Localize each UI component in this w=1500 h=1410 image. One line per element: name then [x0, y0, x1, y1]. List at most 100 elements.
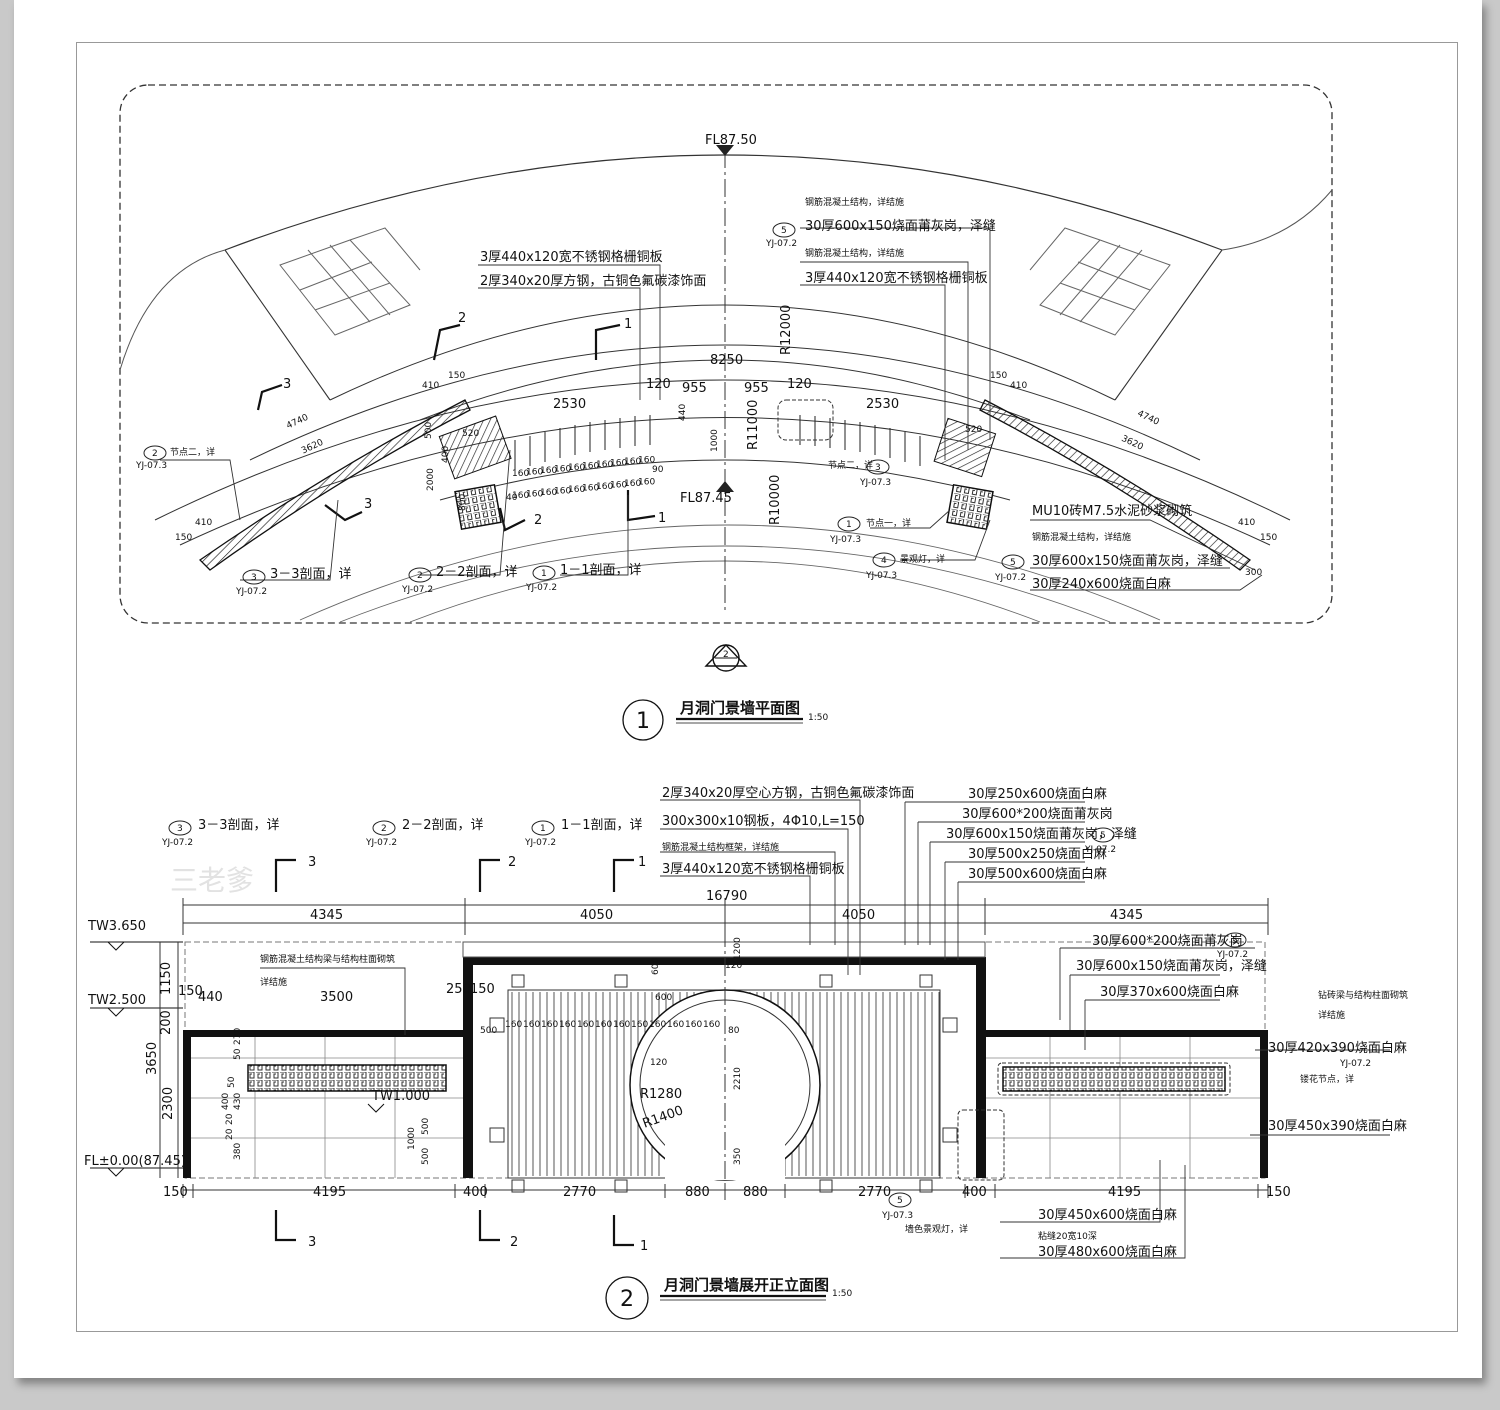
ref-bubble: 3 YJ-07.3 节点二，详: [828, 459, 891, 488]
left-wall-cap: [183, 1030, 467, 1037]
plan-note-grating2: 3厚440x120宽不锈钢格栅铜板: [805, 270, 988, 286]
note-rc-left2: 详结施: [260, 976, 287, 988]
plan-bar-end: 40: [506, 493, 518, 503]
elev-inner-dim: 500: [421, 1118, 431, 1135]
plan-note-grating: 3厚440x120宽不锈钢格栅铜板: [480, 249, 663, 265]
ref-bubble: 3 YJ-07.2 3－3剖面，详: [235, 567, 352, 597]
elev-bottom-dim: 400: [962, 1185, 987, 1200]
elev-inner-dim: 500: [421, 1148, 431, 1165]
elevation-marker: 2: [704, 643, 748, 672]
elev-bar-dim: 160: [703, 1020, 720, 1030]
elev-title-scale: 1:50: [832, 1289, 852, 1299]
paving-grid-left: [279, 227, 421, 336]
note-c3: 30厚600x150烧面莆灰岗，泽缝: [946, 827, 1137, 842]
svg-text:YJ-07.2: YJ-07.2: [235, 587, 267, 597]
elev-left-dim: 3500: [320, 990, 353, 1005]
note-rc: 钢筋混凝土结构框架，详结施: [662, 841, 779, 853]
plan-dim: 2000: [426, 468, 436, 491]
level-tw-low: TW1.000: [371, 1089, 430, 1104]
note-embed: 300x300x10钢板，4Φ10,L=150: [662, 814, 865, 829]
elev-bar-dim: 160: [613, 1020, 630, 1030]
plan-dim: 2530: [553, 397, 586, 412]
svg-text:1: 1: [846, 520, 852, 530]
note-r1: 30厚600*200烧面莆灰岗: [1092, 934, 1243, 949]
svg-text:2－2剖面，详: 2－2剖面，详: [436, 565, 518, 580]
elev-small-dim: 80: [728, 1026, 740, 1036]
svg-text:YJ-07.2: YJ-07.2: [365, 838, 397, 848]
plan-dim: 955: [682, 381, 707, 396]
plan-boundary: [119, 84, 1333, 624]
elevation-title-block: 2 月洞门景墙展开正立面图 1:50: [605, 1276, 852, 1320]
elev-left-dim: 150: [470, 982, 495, 997]
elev-inner-dim: 50: [233, 1048, 243, 1060]
ref-bubble: 2 YJ-07.2 2－2剖面，详: [401, 565, 518, 595]
ref-bubble: 2 YJ-07.2 2－2剖面，详: [365, 818, 484, 848]
outer-paving-arc: [224, 154, 1223, 251]
ref-tag: YJ-07.2: [1339, 1059, 1371, 1069]
left-wing-wall: [198, 399, 471, 571]
plan-bar-dim: 160: [582, 484, 599, 494]
plan-note-face: 30厚240x600烧面白麻: [1032, 576, 1171, 592]
svg-text:节点一，详: 节点一，详: [866, 517, 911, 529]
elev-bar-dim: 160: [649, 1020, 666, 1030]
ref-bubble: 5 YJ-07.2: [1084, 827, 1116, 855]
elevation-view: [90, 799, 1390, 1259]
elev-left-v: 1150: [159, 962, 174, 995]
svg-text:YJ-07.3: YJ-07.3: [859, 478, 891, 488]
ref-bubble: 2 YJ-07.3 节点二，详: [135, 445, 215, 471]
plan-dim: 150: [175, 533, 192, 543]
plan-bar-dim: 160: [582, 462, 599, 472]
svg-text:2: 2: [152, 449, 158, 459]
elev-bar-dim: 160: [595, 1020, 612, 1030]
svg-text:2: 2: [417, 571, 423, 581]
cut-label: 2: [534, 513, 542, 528]
ref-bubble: 5 YJ-07.3 墙色景观灯，详: [881, 1192, 968, 1235]
elev-inner-dim: 600: [651, 958, 661, 975]
plan-bar-dim: 160: [624, 457, 641, 467]
ref-bubble: 3 YJ-07.2 3－3剖面，详: [161, 818, 280, 848]
plan-bar-dim: 160: [610, 459, 627, 469]
drawing-sheet: FL87.50 FL87.45 8250 R12000 R11000 R1000…: [14, 0, 1482, 1378]
svg-text:4: 4: [881, 556, 887, 566]
svg-text:YJ-07.2: YJ-07.2: [1216, 950, 1248, 960]
note-r4: 钻砖梁与结构柱面砌筑: [1318, 989, 1408, 1001]
plan-dim: 800: [458, 494, 468, 511]
plan-bar-dim: 160: [638, 456, 655, 466]
elev-inner-dim: 430: [233, 1093, 243, 1110]
elev-inner-dim: 20: [225, 1128, 235, 1140]
cut-label: 3: [364, 497, 372, 512]
level-fl: FL±0.00(87.45): [84, 1154, 186, 1169]
elev-inner-dim: 400: [221, 1093, 231, 1110]
elev-inner-dim: 380: [233, 1143, 243, 1160]
plan-title-scale: 1:50: [808, 713, 828, 723]
plan-dim: 120: [787, 377, 812, 392]
note-r4b: 详结施: [1318, 1009, 1345, 1021]
plan-dim: 955: [744, 381, 769, 396]
svg-text:3: 3: [251, 573, 257, 583]
elev-top-dim: 4345: [310, 908, 343, 923]
elev-bottom-dim: 400: [463, 1185, 488, 1200]
elev-bar-dim: 160: [667, 1020, 684, 1030]
plan-dim: 410: [1010, 381, 1027, 391]
svg-text:1－1剖面，详: 1－1剖面，详: [561, 818, 643, 833]
elev-inner-dim: 50: [227, 1076, 237, 1088]
elev-small-dim: 500: [480, 1026, 497, 1036]
plan-dim: 150: [990, 371, 1007, 381]
plan-overall-dim: 8250: [710, 353, 743, 368]
cad-drawing: FL87.50 FL87.45 8250 R12000 R11000 R1000…: [84, 84, 1408, 1320]
plan-title-block: 1 月洞门景墙平面图 1:50: [622, 699, 828, 741]
plan-note-rc3: 钢筋混凝土结构，详结施: [1032, 531, 1131, 543]
elev-bar-dim: 160: [631, 1020, 648, 1030]
elev-small-dim: 600: [655, 993, 672, 1003]
elevation-labels: 三老爹 TW3.650 TW2.500 TW1.000 FL±0.00(87.4…: [84, 785, 1408, 1260]
plan-bar-dim: 160: [554, 465, 571, 475]
note-rc-left: 钢筋混凝土结构梁与结构柱面砌筑: [260, 953, 395, 965]
elev-title-number: 2: [620, 1287, 634, 1312]
elev-inner-dim: 350: [733, 1148, 743, 1165]
watermark: 三老爹: [170, 864, 254, 897]
elev-inner-dim: 1200: [733, 937, 743, 960]
left-lattice-panel: [247, 1064, 447, 1092]
svg-text:YJ-07.2: YJ-07.2: [525, 583, 557, 593]
plan-dim: 520: [965, 425, 982, 435]
plan-dim: 1000: [710, 429, 720, 452]
